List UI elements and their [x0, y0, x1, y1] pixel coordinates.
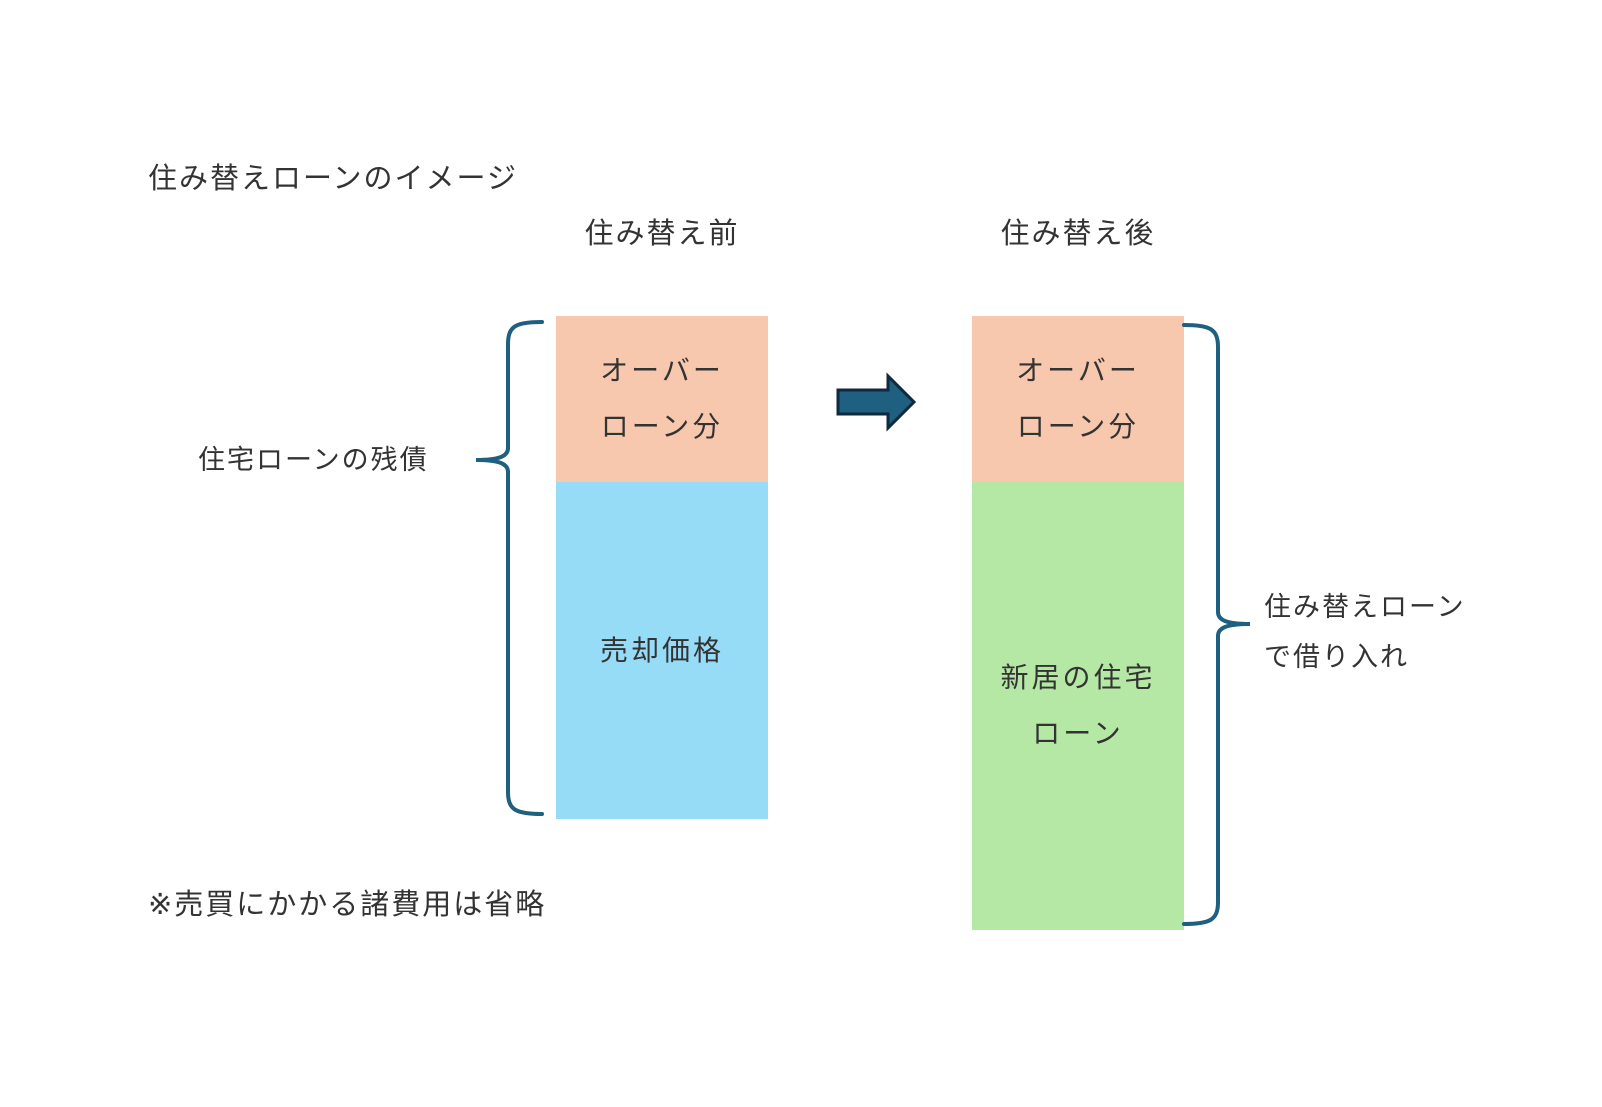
after-overloan-block: オーバー ローン分	[972, 316, 1184, 482]
diagram-title: 住み替えローンのイメージ	[148, 161, 518, 195]
left-brace-icon	[475, 320, 544, 816]
after-overloan-label-line1: オーバー	[1016, 354, 1140, 387]
before-overloan-block: オーバー ローン分	[556, 316, 768, 482]
relocation-loan-label-line2: で借り入れ	[1264, 642, 1409, 673]
new-loan-label-line1: 新居の住宅	[1000, 661, 1156, 694]
sale-price-label: 売却価格	[599, 633, 724, 667]
relocation-loan-label-line1: 住み替えローン	[1264, 592, 1466, 623]
remaining-loan-label: 住宅ローンの残債	[198, 445, 429, 476]
before-overloan-label-line1: オーバー	[600, 354, 724, 387]
new-loan-block: 新居の住宅 ローン	[972, 482, 1184, 930]
right-brace-icon	[1182, 323, 1251, 926]
before-heading: 住み替え前	[584, 216, 740, 250]
after-overloan-label-line2: ローン分	[1016, 410, 1140, 443]
after-heading: 住み替え後	[1000, 216, 1156, 250]
before-overloan-label-line2: ローン分	[600, 410, 724, 443]
footnote: ※売買にかかる諸費用は省略	[148, 887, 547, 921]
right-arrow-icon	[836, 372, 917, 432]
new-loan-label-line2: ローン	[1032, 717, 1124, 750]
sale-price-block: 売却価格	[556, 482, 768, 819]
relocation-loan-label: 住み替えローン で借り入れ	[1264, 583, 1466, 683]
